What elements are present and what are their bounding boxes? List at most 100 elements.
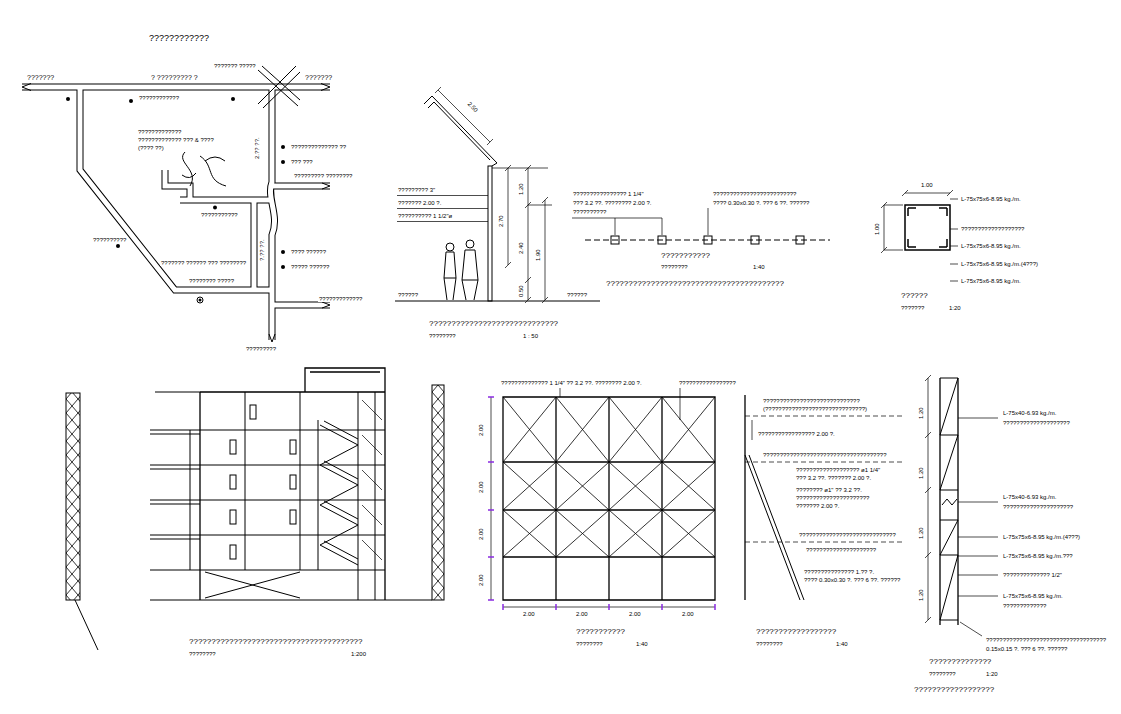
dimension-label: 0.50 (518, 284, 524, 298)
window (230, 510, 236, 524)
person-figure (444, 252, 456, 300)
canopy-roof (424, 96, 497, 166)
dimension-label: 2.00 (522, 611, 536, 617)
scale-label: 1:200 (350, 651, 367, 657)
note-label: ?????????????? 1/2" (1002, 572, 1063, 578)
junction-ornament (258, 66, 300, 108)
note-label: ????????????????????? (805, 547, 877, 553)
window (230, 440, 236, 454)
note-label: ????????????????? (678, 380, 737, 386)
post-square (611, 236, 619, 244)
dimension-label: 1.00 (920, 182, 934, 188)
note-label: ??? 3.2 ??. ??????? 2.00 ?. (795, 475, 872, 481)
ground-line (150, 600, 432, 601)
view-title: ??????????? (575, 628, 626, 636)
cross-brace (503, 397, 715, 557)
note-label: ???????????? (138, 95, 180, 101)
note-label: ???????? (575, 641, 604, 647)
map-dot (281, 265, 285, 269)
note-label: ???????????????? 1 1/4" (572, 191, 645, 197)
leader-line (752, 420, 753, 440)
dimension-label: 2.00 (478, 423, 484, 437)
dimension-label: 1.00 (874, 222, 880, 236)
note-label: ??? ??? (290, 159, 314, 165)
dimension-line (491, 397, 715, 607)
view-title: ?????????????????? (755, 628, 837, 636)
note-label: 0.15x0.15 ?. ??? 6 ??. ?????? (985, 646, 1068, 652)
canopy-post (488, 166, 492, 301)
note-label: (???? ??) (137, 145, 165, 151)
note-label: ???? 0.30x0.30 ?. ??? 6 ??. ?????? (803, 577, 901, 583)
view-title: ?????? (900, 292, 929, 300)
note-label: (??????????????????????????????) (762, 406, 868, 412)
note-label: ?????????????????????? (795, 495, 870, 501)
window (250, 405, 256, 419)
post-square (796, 236, 804, 244)
note-label: ????????????????? 2.00 ?. (757, 431, 836, 437)
note-label: ?????????????? 1 1/4" ?? 3.2 ??. ???????… (500, 380, 643, 386)
note-label: ????????????? (1002, 603, 1047, 609)
map-dot (66, 97, 70, 101)
centre-line (585, 240, 830, 241)
note-label: ??????? 2.00 ?. (397, 200, 442, 206)
leader-line (958, 418, 998, 636)
road-fill (22, 87, 330, 340)
note-label: L-75x75x6-8.95 kg./m. (960, 196, 1022, 202)
dimension-label: 2.00 (478, 527, 484, 541)
column-diagonal (940, 378, 958, 620)
note-label: ????????????????????????? (712, 191, 797, 197)
post-square (704, 236, 712, 244)
window (290, 440, 296, 454)
map-dot (281, 160, 285, 164)
dimension-label: 1.20 (918, 526, 924, 540)
note-label: ??????? (304, 74, 333, 81)
leader-line (560, 388, 680, 420)
note-label: ??? 3.2 ??. ???????? 2.00 ?. (572, 200, 652, 206)
note-label: ?????????? (92, 237, 127, 243)
window (230, 475, 236, 489)
angle-member (908, 208, 947, 247)
note-label: ???????????????????? (1002, 420, 1071, 426)
site-outline (182, 152, 226, 186)
dimension-label: 2.40 (518, 241, 524, 255)
note-label: ???????? ????? (188, 278, 235, 284)
leader-line (397, 196, 488, 222)
note-label: ????????????????????? (1002, 504, 1074, 510)
post-section (905, 205, 950, 250)
note-label: L-75x40-6.93 kg./m. (1002, 494, 1057, 500)
map-dot (197, 297, 203, 303)
road-outline (22, 87, 330, 340)
note-label: ???????? (755, 641, 784, 647)
map-dot (213, 206, 217, 210)
person-figure (462, 250, 478, 300)
note-label: L-75x75x6-8.95 kg./m.(4???) (1002, 534, 1081, 540)
note-label: ????????? ???????? (293, 173, 353, 179)
note-label: L-75x40-6.93 kg./m. (1002, 410, 1057, 416)
note-label: ??????? 2.00 ?. (795, 503, 840, 509)
dimension-line (881, 190, 953, 253)
scale-label: 1 : 50 (522, 333, 539, 339)
dimension-label: 2.00 (478, 480, 484, 494)
map-dot (231, 97, 235, 101)
view-title: ?????????????? (928, 658, 992, 666)
note-label: ?????? (566, 292, 588, 298)
scale-label: 1:20 (948, 305, 962, 311)
lattice-tower (66, 393, 80, 600)
note-label: ??????? ????? (213, 63, 257, 69)
building-outline (200, 368, 385, 600)
note-label: ??????????????? 1.?? ?. (803, 569, 875, 575)
note-label: ??????? ?????? ??? ???????? (160, 260, 247, 266)
note-label: L-75x75x6-8.95 kg./m. (1002, 593, 1064, 599)
note-label: ??????? (900, 305, 925, 311)
dimension-label: 2.00 (478, 573, 484, 587)
note-label: ??????????? (200, 212, 239, 218)
post-square (658, 236, 666, 244)
view-title: ???????????????????????????????????????? (605, 280, 785, 288)
note-label: ???????? ø1" ?? 3.2 ??. (795, 487, 863, 493)
window (230, 545, 236, 559)
note-label: ?????????????? ?? (290, 144, 347, 150)
note-label: ????????????????????????????????????? (762, 452, 887, 458)
road-arrows (22, 84, 330, 343)
map-dot (116, 244, 120, 248)
